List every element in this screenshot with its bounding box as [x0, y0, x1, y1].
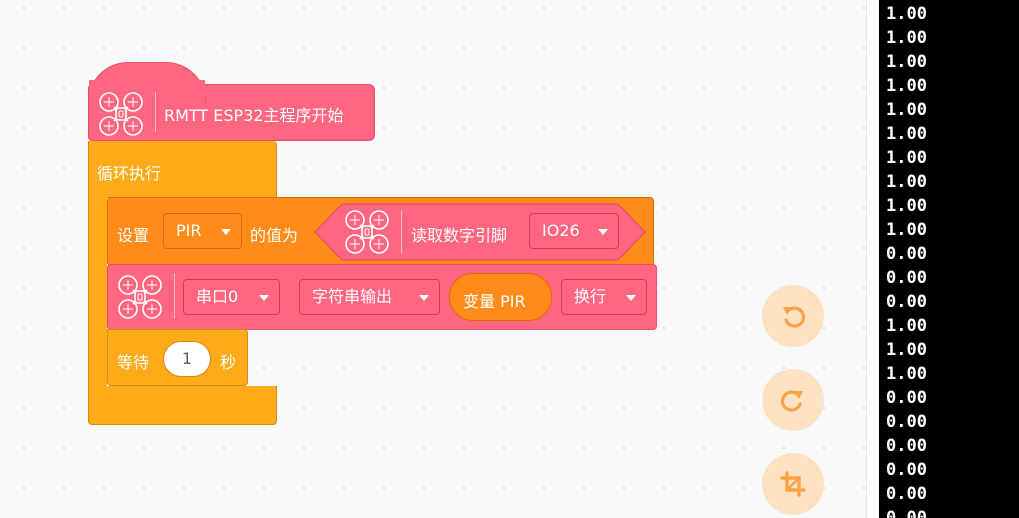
- console-line: 1.00: [886, 196, 927, 216]
- newline-dropdown[interactable]: 换行: [561, 279, 647, 315]
- undo-button[interactable]: [762, 285, 824, 347]
- console-line: 0.00: [886, 268, 927, 288]
- newline-value: 换行: [574, 287, 607, 306]
- separator: [401, 210, 402, 254]
- redo-icon: [780, 390, 803, 412]
- read-label: 读取数字引脚: [411, 226, 508, 245]
- output-mode-dropdown[interactable]: 字符串输出: [299, 279, 440, 315]
- console-line: 0.00: [886, 412, 927, 432]
- cleanup-button[interactable]: [762, 453, 824, 515]
- forever-loop-block[interactable]: [88, 141, 277, 198]
- wait-seconds-input[interactable]: 1: [163, 341, 211, 377]
- block-workspace[interactable]: RMTT ESP32主程序开始 循环执行 设置 PIR 的值为 读取数字引脚 I…: [0, 0, 866, 518]
- variable-dropdown[interactable]: PIR: [163, 213, 242, 249]
- serial-port-dropdown[interactable]: 串口0: [183, 279, 280, 315]
- drone-icon: [345, 210, 389, 254]
- console-line: 1.00: [886, 28, 927, 48]
- pin-dropdown[interactable]: IO26: [529, 213, 619, 249]
- forever-loop-bottom: [88, 386, 277, 425]
- console-line: 1.00: [886, 76, 927, 96]
- console-line: 1.00: [886, 52, 927, 72]
- console-line: 0.00: [886, 244, 927, 264]
- console-line: 1.00: [886, 220, 927, 240]
- console-line: 1.00: [886, 316, 927, 336]
- chevron-down-icon: [259, 295, 269, 301]
- console-line: 1.00: [886, 148, 927, 168]
- undo-icon: [783, 306, 806, 328]
- set-mid-label: 的值为: [250, 226, 299, 245]
- console-line: 1.00: [886, 4, 927, 24]
- chevron-down-icon: [598, 229, 608, 235]
- loop-label: 循环执行: [97, 164, 162, 183]
- console-line: 1.00: [886, 172, 927, 192]
- console-line: 1.00: [886, 124, 927, 144]
- chevron-down-icon: [419, 295, 429, 301]
- chevron-down-icon: [626, 295, 636, 301]
- wait-label: 等待: [117, 353, 150, 372]
- console-line: 0.00: [886, 484, 927, 504]
- variable-dropdown-value: PIR: [176, 221, 202, 240]
- hat-cap-fill: [89, 80, 205, 104]
- output-mode-value: 字符串输出: [312, 287, 393, 306]
- console-line: 0.00: [886, 292, 927, 312]
- variable-reporter-label: 变量 PIR: [463, 292, 526, 311]
- wait-unit: 秒: [220, 353, 237, 372]
- drone-icon: [99, 92, 143, 136]
- serial-console[interactable]: 1.00 1.00 1.00 1.00 1.00 1.00 1.00 1.00 1.00 1.00…: [879, 0, 1019, 518]
- serial-port-value: 串口0: [196, 287, 239, 306]
- console-line: 0.00: [886, 436, 927, 456]
- wait-seconds-value: 1: [181, 349, 193, 368]
- separator: [155, 92, 156, 132]
- console-line: 1.00: [886, 100, 927, 120]
- console-line: 1.00: [886, 340, 927, 360]
- console-line: 0.00: [886, 508, 927, 518]
- chevron-down-icon: [221, 229, 231, 235]
- forever-loop-arm: [88, 196, 107, 388]
- hat-label: RMTT ESP32主程序开始: [164, 106, 344, 125]
- drone-icon: [118, 275, 162, 319]
- variable-reporter[interactable]: 变量 PIR: [449, 273, 552, 321]
- set-label: 设置: [117, 226, 150, 245]
- pin-dropdown-value: IO26: [542, 221, 580, 240]
- separator: [174, 273, 175, 319]
- console-line: 0.00: [886, 460, 927, 480]
- console-line: 1.00: [886, 364, 927, 384]
- panel-divider[interactable]: [866, 0, 880, 518]
- crop-icon: [780, 471, 806, 497]
- console-line: 0.00: [886, 388, 927, 408]
- redo-button[interactable]: [762, 369, 824, 431]
- console-output: 1.00 1.00 1.00 1.00 1.00 1.00 1.00 1.00 1.00 1.00…: [886, 2, 927, 518]
